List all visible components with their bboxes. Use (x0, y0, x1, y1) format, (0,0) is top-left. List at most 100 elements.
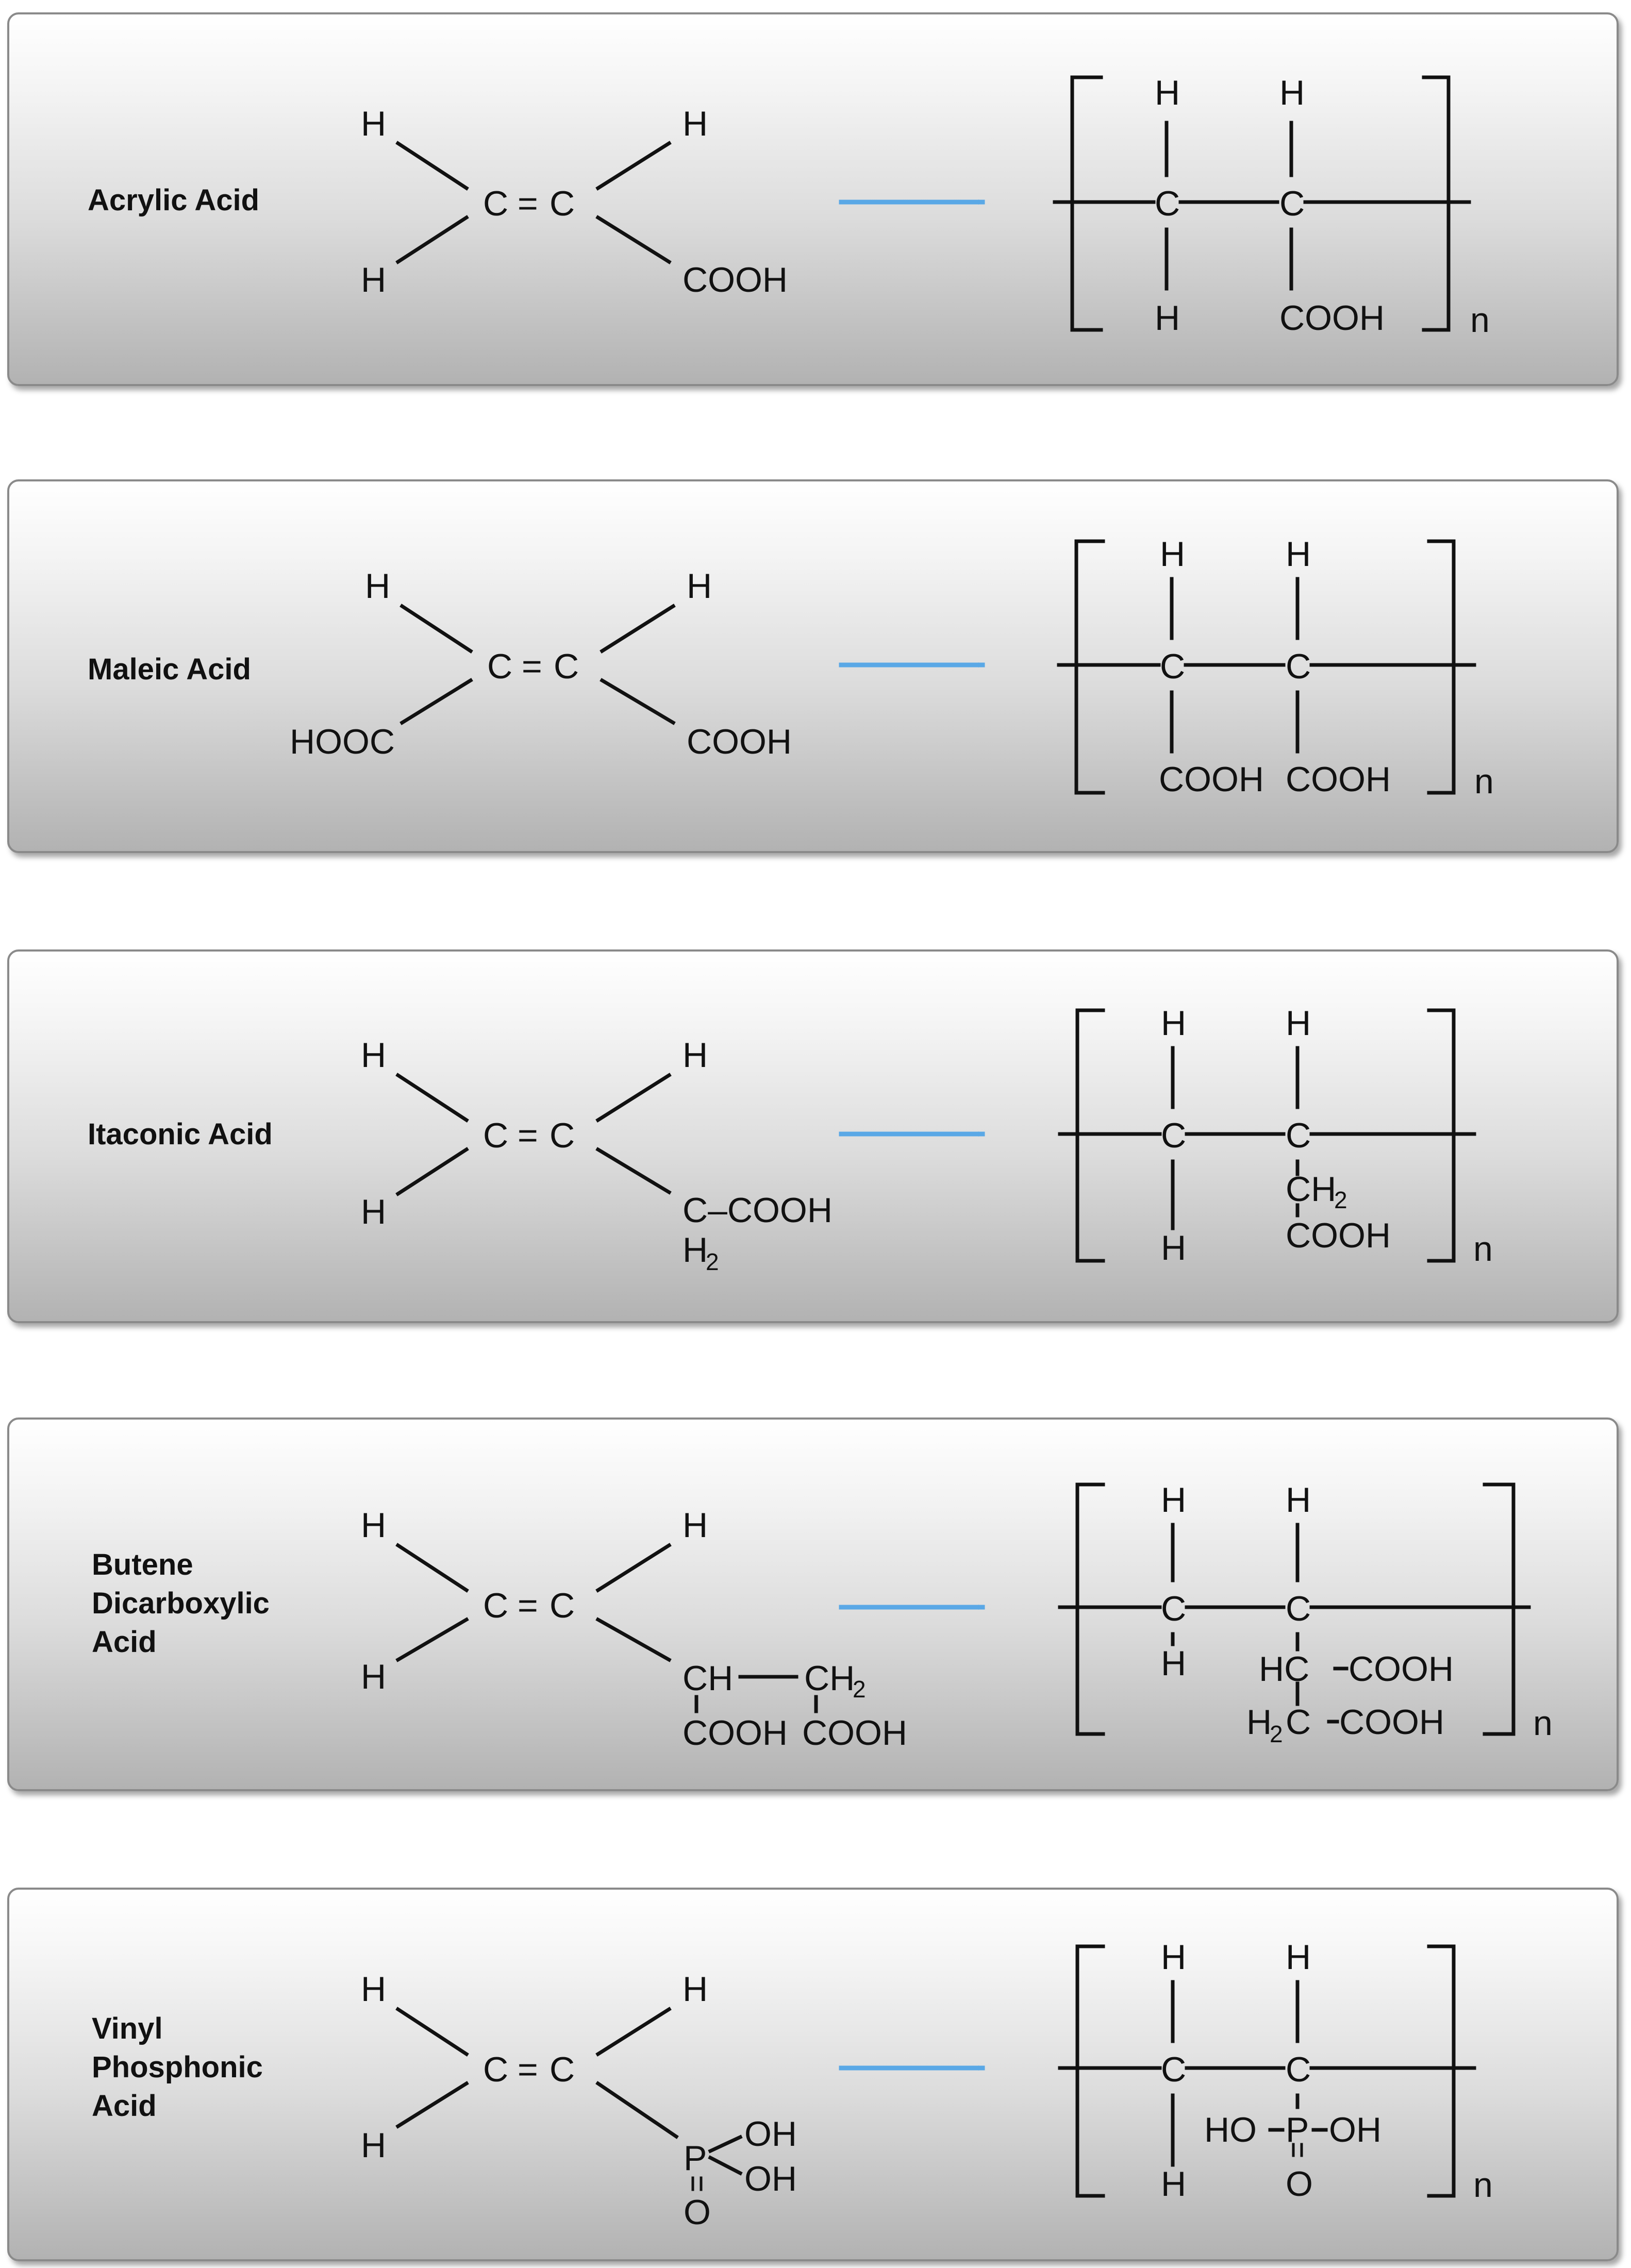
panel-itaconic-acid (7, 949, 1619, 1323)
atom-c: C (1286, 647, 1311, 686)
double-bond: = (518, 1586, 538, 1625)
polymer-structure: H C H H C CH 2 COOH n (1058, 1004, 1493, 1269)
atom-h: H (1160, 535, 1185, 574)
atom-c: C (550, 1116, 575, 1155)
double-bond: = (518, 2050, 538, 2089)
atom-c: C (1286, 1703, 1311, 1742)
atom-h: H (1161, 1228, 1186, 1268)
atom-o: O (1286, 2164, 1313, 2204)
compound-name-line: Acid (92, 2089, 157, 2123)
compound-name-line: Dicarboxylic (92, 1587, 270, 1620)
atom-c: C (1286, 2050, 1311, 2089)
atom-h: H (1161, 1004, 1186, 1043)
bond-line (395, 1543, 469, 1593)
group-ho: HO (1204, 2110, 1257, 2149)
atom-h: H (683, 104, 708, 143)
repeat-n: n (1474, 762, 1494, 801)
compound-name-line: Butene (92, 1548, 193, 1581)
monomer-structure: H H C = C H C–COOH H 2 (361, 1036, 833, 1275)
bond-line (595, 1617, 672, 1662)
group-oh: OH (1329, 2110, 1382, 2149)
row-itaconic-acid: Itaconic Acid H H C = C H C–COOH H 2 (88, 1004, 1493, 1275)
bond-line (600, 604, 676, 654)
group-cooh: COOH (1286, 760, 1391, 799)
atom-c: C (483, 184, 508, 223)
atom-c: C (483, 1586, 508, 1625)
double-bond: = (518, 1116, 538, 1155)
atom-h: H (683, 1506, 708, 1545)
atom-h: H (1155, 298, 1180, 338)
compound-name: Acrylic Acid (88, 184, 259, 217)
atom-c: C (1161, 1116, 1186, 1155)
repeat-bracket (1074, 539, 1105, 795)
row-butene-dicarboxylic-acid: Butene Dicarboxylic Acid H H C = C H CH … (92, 1480, 1553, 1753)
atom-h: H (361, 1192, 386, 1231)
bond-line (595, 1543, 672, 1593)
group-hc: HC (1259, 1649, 1309, 1689)
bond-line (595, 2007, 672, 2057)
atom-c: C (554, 647, 579, 686)
atom-h: H (361, 2126, 386, 2165)
atom-c: C (483, 1116, 508, 1155)
group-ch: CH (1286, 1170, 1336, 1209)
subscript-2: 2 (1270, 1721, 1283, 1747)
compound-name: Maleic Acid (88, 653, 251, 686)
bond-line (595, 141, 672, 191)
repeat-bracket (1075, 1944, 1105, 2198)
bond-line (708, 2134, 743, 2154)
bond-line (595, 2081, 679, 2139)
atom-o: O (684, 2193, 711, 2232)
atom-c: C (1155, 184, 1180, 223)
polymer-structure: H C H H C COOH n (1053, 73, 1490, 340)
bond-line (595, 1073, 672, 1123)
bond-line (395, 141, 469, 191)
atom-h: H (1161, 1644, 1186, 1683)
bond-line (595, 215, 672, 264)
group-cooh: COOH (1339, 1703, 1444, 1742)
bond-line (395, 1147, 469, 1196)
group-cooh: COOH (1349, 1649, 1454, 1689)
atom-c: C (487, 647, 512, 686)
group-cooh: COOH (1279, 298, 1385, 338)
atom-c: C (550, 184, 575, 223)
atom-h: H (1286, 535, 1311, 574)
bond-line (708, 2155, 743, 2176)
compound-name-line: Vinyl (92, 2012, 163, 2045)
atom-h: H (1246, 1703, 1272, 1742)
panel-vinyl-phosphonic-acid (7, 1888, 1619, 2261)
repeat-n: n (1473, 2165, 1493, 2205)
group-c-cooh: C–COOH (683, 1191, 833, 1230)
atom-c: C (1160, 647, 1185, 686)
repeat-bracket (1075, 1482, 1105, 1736)
atom-c: C (483, 2050, 508, 2089)
group-cooh: COOH (687, 722, 792, 761)
group-cooh: COOH (1286, 1216, 1391, 1255)
subscript-2: 2 (853, 1676, 866, 1703)
atom-h: H (1286, 1004, 1311, 1043)
repeat-bracket (1483, 1482, 1516, 1736)
atom-h: H (1161, 1938, 1186, 1977)
bond-line (395, 1617, 469, 1662)
repeat-bracket (1427, 539, 1456, 795)
panel-butene-dicarboxylic-acid (7, 1418, 1619, 1791)
row-acrylic-acid: Acrylic Acid H H C = C H COOH H C (88, 73, 1490, 340)
bond-line (395, 215, 469, 264)
atom-h: H (1286, 1938, 1311, 1977)
monomer-structure: H HOOC C = C H COOH (290, 566, 792, 761)
monomer-structure: H H C = C H COOH (361, 104, 788, 299)
atom-p: P (684, 2139, 707, 2178)
atom-c: C (1279, 184, 1305, 223)
compound-name: Itaconic Acid (88, 1118, 273, 1151)
bond-line (600, 678, 676, 725)
atom-p: P (1286, 2110, 1309, 2149)
repeat-bracket (1427, 1944, 1456, 2198)
subscript-2: 2 (1334, 1187, 1347, 1213)
atom-h: H (1155, 73, 1180, 112)
atom-h: H (361, 1657, 386, 1696)
compound-name-line: Phosphonic (92, 2050, 263, 2084)
atom-c: C (550, 1586, 575, 1625)
atom-h: H (361, 1036, 386, 1075)
group-cooh: COOH (802, 1713, 907, 1753)
group-cooh: COOH (1159, 760, 1264, 799)
bond-line (400, 604, 473, 654)
